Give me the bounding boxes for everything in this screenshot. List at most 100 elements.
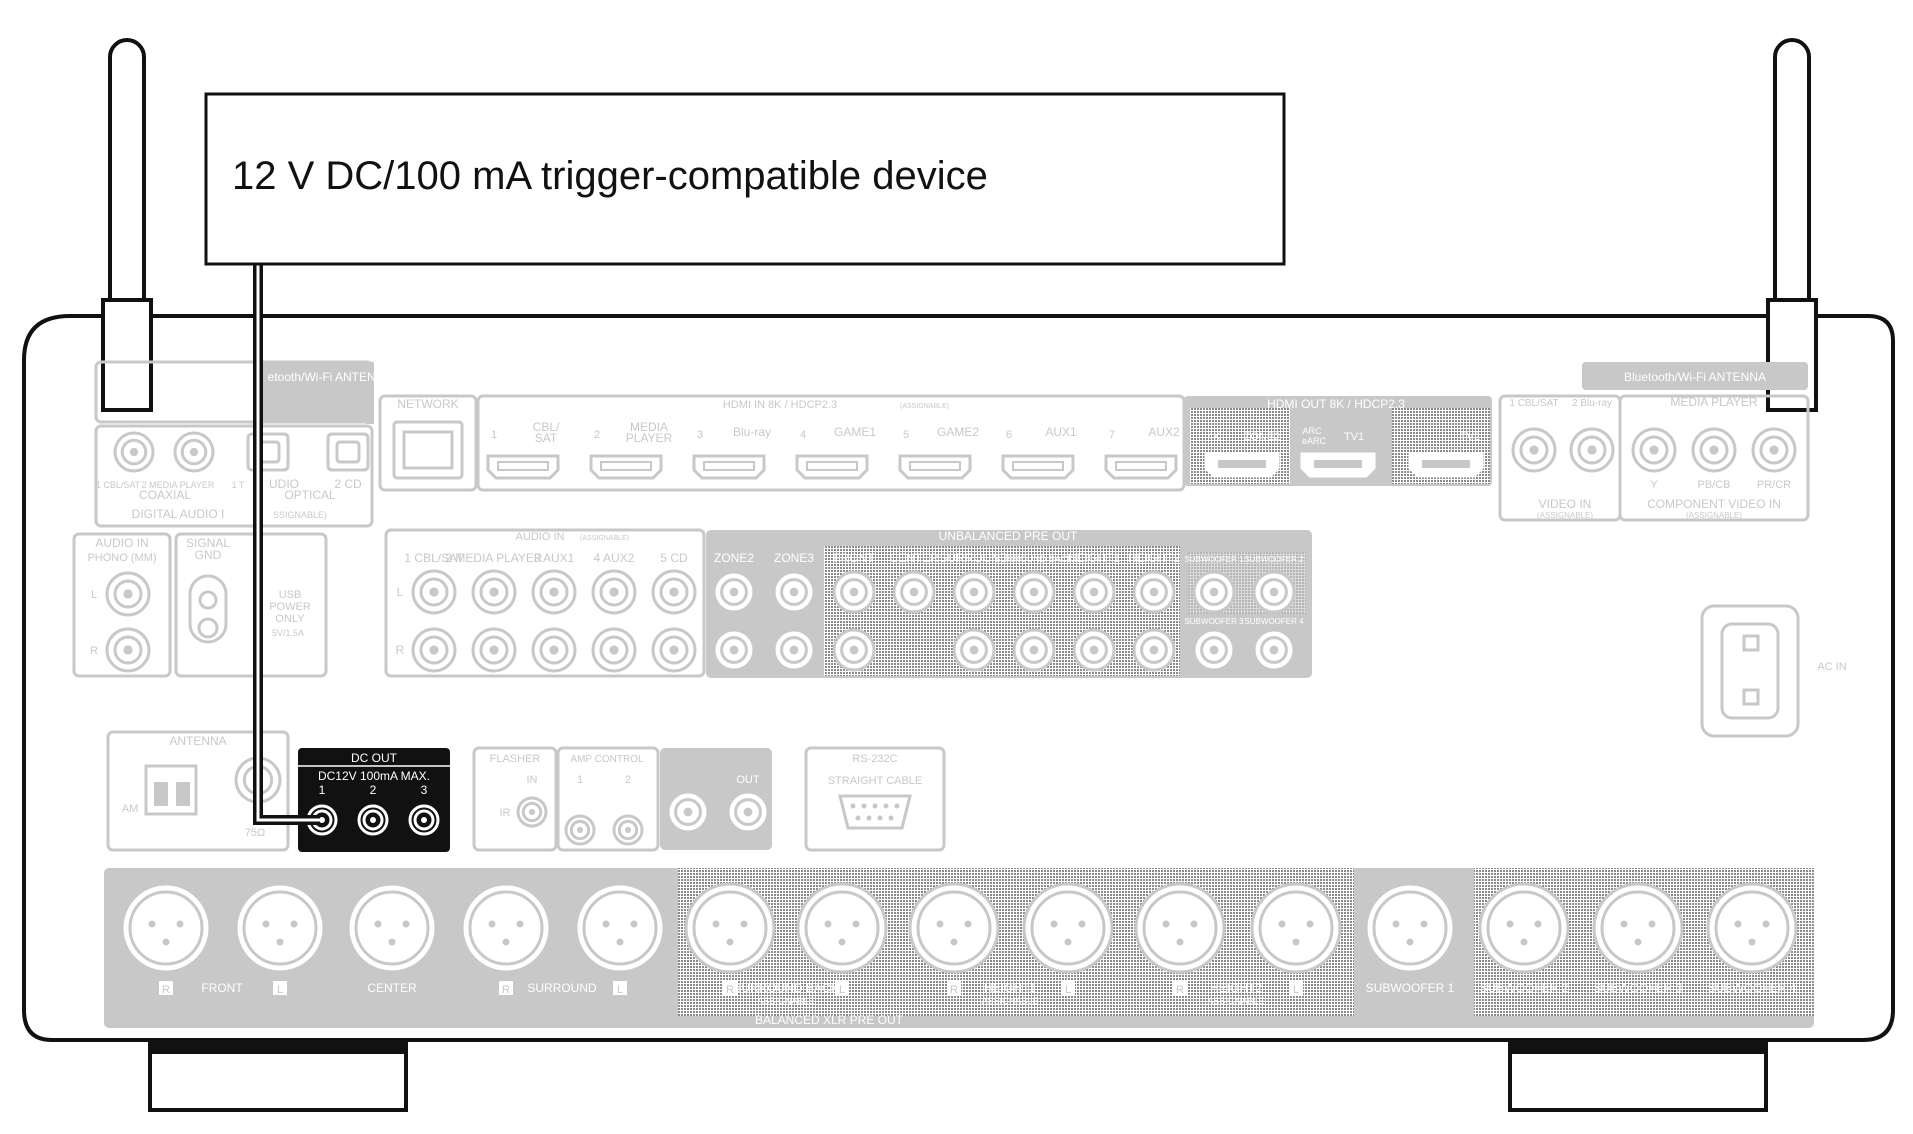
svg-text:HDMI OUT 8K / HDCP2.3: HDMI OUT 8K / HDCP2.3 (1267, 397, 1405, 411)
dc-out-jack-3[interactable] (408, 804, 440, 836)
xlr-pre-out-7[interactable] (796, 882, 888, 974)
pre-out-sub-2[interactable] (1252, 570, 1296, 614)
pre-out-ch-3-r[interactable] (952, 628, 996, 672)
component-jack-1[interactable] (1631, 427, 1677, 473)
audio-in-3-l[interactable] (531, 569, 577, 615)
pre-out-ch-6-r[interactable] (1132, 628, 1176, 672)
audio-in-3-r[interactable] (531, 627, 577, 673)
pre-out-zone3-l[interactable] (772, 570, 816, 614)
hdmi-in-port-4[interactable] (795, 454, 869, 480)
xlr-assignable-label: ASSIGNABLE (757, 996, 814, 1006)
xlr-pre-out-1[interactable] (120, 882, 212, 974)
audio-in-4-l[interactable] (591, 569, 637, 615)
am-antenna-terminal[interactable] (144, 764, 198, 816)
pre-out-channel-label: HEIGHT2 (1128, 551, 1180, 565)
pre-out-ch-5-l[interactable] (1072, 570, 1116, 614)
hdmi-in-number: 5 (903, 429, 909, 441)
phono-r-jack[interactable] (105, 627, 151, 673)
pre-out-ch-2-l[interactable] (892, 570, 936, 614)
pre-out-sub-4[interactable] (1252, 628, 1296, 672)
ac-inlet[interactable] (1720, 622, 1780, 720)
xlr-pre-out-10[interactable] (1134, 882, 1226, 974)
hdmi-in-port-7[interactable] (1104, 454, 1178, 480)
pre-out-ch-4-l[interactable] (1012, 570, 1056, 614)
hdmi-in-port-6[interactable] (1001, 454, 1075, 480)
component-jack-label: Y (1650, 479, 1658, 491)
xlr-pre-out-14[interactable] (1592, 882, 1684, 974)
xlr-pre-out-3[interactable] (346, 882, 438, 974)
hdmi-in-port-2[interactable] (589, 454, 663, 480)
pre-out-zone2-r[interactable] (712, 628, 756, 672)
pre-out-ch-1-r[interactable] (832, 628, 876, 672)
network-ethernet-port[interactable] (392, 420, 464, 480)
component-jack-3[interactable] (1751, 427, 1797, 473)
audio-in-1-l[interactable] (411, 569, 457, 615)
pre-out-ch-6-l[interactable] (1132, 570, 1176, 614)
xlr-channel-marker: L (1289, 981, 1303, 996)
coaxial-jack-1[interactable] (113, 431, 155, 473)
pre-out-sub-1[interactable] (1192, 570, 1236, 614)
remote-in-jack[interactable] (666, 790, 710, 834)
hdmi-out-tv1[interactable] (1300, 452, 1376, 478)
phono-l-label: L (91, 589, 97, 601)
video-in-jack-2[interactable] (1569, 427, 1615, 473)
xlr-pre-out-11[interactable] (1250, 882, 1342, 974)
remote-out-jack[interactable] (726, 790, 770, 834)
svg-text:L: L (617, 984, 623, 996)
xlr-pre-out-8[interactable] (908, 882, 1000, 974)
xlr-group-label: SUBWOOFER 2 (1480, 981, 1569, 995)
hdmi-out-4k-zone2[interactable] (1204, 452, 1280, 478)
signal-gnd-terminal[interactable] (188, 574, 228, 644)
svg-text:PHONO (MM): PHONO (MM) (87, 552, 156, 564)
amp-control-jack-1[interactable] (564, 814, 596, 846)
xlr-pre-out-6[interactable] (684, 882, 776, 974)
xlr-pre-out-5[interactable] (574, 882, 666, 974)
xlr-channel-marker: R (947, 981, 961, 996)
pre-out-channel-label: FRONT (833, 551, 875, 565)
xlr-pre-out-9[interactable] (1022, 882, 1114, 974)
svg-text:AMP CONTROL: AMP CONTROL (570, 754, 644, 765)
pre-out-ch-3-l[interactable] (952, 570, 996, 614)
pre-out-zone3-r[interactable] (772, 628, 816, 672)
audio-in-1-r[interactable] (411, 627, 457, 673)
hdmi-in-port-5[interactable] (898, 454, 972, 480)
audio-in-2-r[interactable] (471, 627, 517, 673)
dc-out-title: DC OUT (351, 751, 398, 765)
svg-text:(ASSIGNABLE): (ASSIGNABLE) (1537, 511, 1593, 520)
component-jack-2[interactable] (1691, 427, 1737, 473)
hdmi-in-port-3[interactable] (692, 454, 766, 480)
phono-l-jack[interactable] (105, 571, 151, 617)
rs232c-port[interactable] (838, 794, 912, 830)
amp-control-jack-2[interactable] (612, 814, 644, 846)
trigger-device-box: 12 V DC/100 mA trigger-compatible device (204, 92, 1286, 266)
audio-in-2-l[interactable] (471, 569, 517, 615)
audio-in-4-r[interactable] (591, 627, 637, 673)
pre-out-ch-5-r[interactable] (1072, 628, 1116, 672)
xlr-channel-marker: R (159, 981, 173, 996)
svg-text:STRAIGHT CABLE: STRAIGHT CABLE (828, 775, 923, 787)
hdmi-in-port-1[interactable] (486, 454, 560, 480)
right-foot (1508, 1038, 1768, 1112)
pre-out-ch-4-r[interactable] (1012, 628, 1056, 672)
xlr-group-label: FRONT (201, 981, 243, 995)
flasher-ir-jack[interactable] (516, 796, 548, 828)
video-in-jack-1[interactable] (1511, 427, 1557, 473)
xlr-pre-out-12[interactable] (1364, 882, 1456, 974)
coaxial-jack-2[interactable] (173, 431, 215, 473)
svg-text:R: R (950, 984, 958, 996)
pre-out-ch-1-l[interactable] (832, 570, 876, 614)
pre-out-zone2-l[interactable] (712, 570, 756, 614)
audio-in-5-r[interactable] (651, 627, 697, 673)
dc-out-jack-2[interactable] (357, 804, 389, 836)
xlr-pre-out-2[interactable] (234, 882, 326, 974)
audio-in-5-l[interactable] (651, 569, 697, 615)
xlr-pre-out-15[interactable] (1706, 882, 1798, 974)
xlr-pre-out-13[interactable] (1478, 882, 1570, 974)
pre-out-sub-3[interactable] (1192, 628, 1236, 672)
xlr-pre-out-4[interactable] (460, 882, 552, 974)
hdmi-out-tv2[interactable] (1408, 452, 1484, 478)
optical-jack-2[interactable] (326, 432, 370, 472)
svg-text:R: R (726, 984, 734, 996)
pre-out-sub-label: SUBWOOFER 3 (1184, 617, 1244, 626)
panel-labels: etooth/Wi-Fi ANTENNA Bluetooth/Wi-Fi ANT… (87, 370, 1846, 1027)
